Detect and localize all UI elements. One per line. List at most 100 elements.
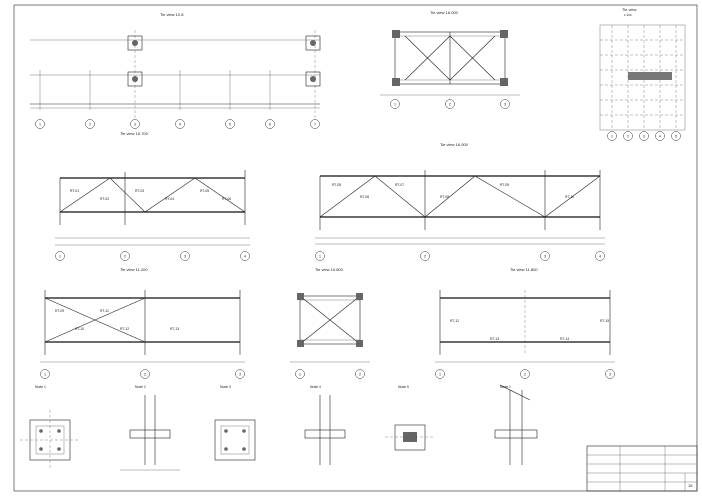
member-label: RT-15 xyxy=(600,319,609,323)
grid-bubble-label: 2 xyxy=(424,254,426,258)
grid-bubble-label: 2 xyxy=(449,102,451,106)
grid-bubble xyxy=(607,131,617,141)
grid-bubble xyxy=(40,369,50,379)
grid-bubble-label: 2 xyxy=(627,134,629,138)
truss-title-lm: Tie view 10.800 xyxy=(315,267,344,272)
grid-bubble-label: 3 xyxy=(134,122,136,126)
member-label: RT-03 xyxy=(135,189,144,193)
grid-bubble xyxy=(355,369,365,379)
grid-bubble-label: 3 xyxy=(239,372,241,376)
node-detail-title: Node 1 xyxy=(35,385,46,389)
grid-bubble-label: 2 xyxy=(89,122,91,126)
grid-bubble-label: 1 xyxy=(299,372,301,376)
truss-title-mr: Tie view 16.000 xyxy=(440,142,469,147)
grid-bubble-label: 3 xyxy=(504,102,506,106)
member-label: RT-09 xyxy=(500,183,509,187)
grid-bubble xyxy=(55,251,65,261)
plan-hatch xyxy=(628,72,672,80)
truss-title-top: Tie view 16.000 xyxy=(430,10,459,15)
node-detail-title: Node 3 xyxy=(220,385,231,389)
grid-bubble-label: 5 xyxy=(675,134,677,138)
grid-bubble xyxy=(265,119,275,129)
grid-bubble xyxy=(240,251,250,261)
grid-bubble xyxy=(390,99,400,109)
grid-bubble xyxy=(85,119,95,129)
grid-bubble-label: 1 xyxy=(44,372,46,376)
node-details: Node 1 Node 2 Node 3 Node 4 Node 5 Node 1 xyxy=(20,384,538,471)
grid-bubble-label: 2 xyxy=(124,254,126,258)
grid-bubble xyxy=(420,251,430,261)
node-detail-title: Node 5 xyxy=(398,385,409,389)
grid-bubble-label: 2 xyxy=(144,372,146,376)
grid-bubble-label: 1 xyxy=(319,254,321,258)
grid-bubble-label: 5 xyxy=(229,122,231,126)
grid-bubble xyxy=(175,119,185,129)
grid-bubble xyxy=(315,251,325,261)
grid-bubble-label: 4 xyxy=(599,254,601,258)
grid-bubble-label: 2 xyxy=(524,372,526,376)
grid-bubble xyxy=(671,131,681,141)
truss-title-lr: Tie view 11.800 xyxy=(510,267,538,272)
grid-bubble-label: 4 xyxy=(659,134,661,138)
member-label: RT-06 xyxy=(360,195,369,199)
member-label: RT-13 xyxy=(490,337,499,341)
grid-bubble xyxy=(295,369,305,379)
grid-bubble-label: 1 xyxy=(59,254,61,258)
truss-top-middle: 1 2 3 Tie view 16.000 xyxy=(380,10,520,109)
grid-bubble xyxy=(520,369,530,379)
member-label: RT-02 xyxy=(100,197,109,201)
node-detail-title: Node 4 xyxy=(310,385,321,389)
member-label: RT-13 xyxy=(170,327,179,331)
node-detail-title: Node 1 xyxy=(500,385,511,389)
grid-bubble-label: 1 xyxy=(439,372,441,376)
grid-bubble xyxy=(435,369,445,379)
truss-title-ml: Tie view 16.700 xyxy=(120,131,149,136)
grid-bubble-label: 3 xyxy=(184,254,186,258)
member-label: RT-07 xyxy=(395,183,404,187)
member-label: RT-08 xyxy=(440,195,449,199)
grid-bubble-label: 6 xyxy=(269,122,271,126)
grid-bubble-label: 1 xyxy=(39,122,41,126)
member-label: RT-11 xyxy=(100,309,109,313)
member-label: RT-04 xyxy=(165,197,174,201)
grid-bubble xyxy=(130,119,140,129)
member-label: RT-01 xyxy=(70,189,79,193)
member-label: RT-10 xyxy=(565,195,574,199)
grid-bubble xyxy=(605,369,615,379)
member-label: RT-09 xyxy=(55,309,64,313)
elevation-title: Tie view 12.8 xyxy=(160,12,184,17)
member-label: RT-05 xyxy=(200,189,209,193)
grid-bubble xyxy=(639,131,649,141)
grid-bubble xyxy=(35,119,45,129)
sheet-frame xyxy=(13,4,698,492)
member-label: RT-10 xyxy=(75,327,84,331)
grid-bubble xyxy=(623,131,633,141)
grid-bubble xyxy=(310,119,320,129)
grid-bubble-label: 3 xyxy=(643,134,645,138)
grid-bubble xyxy=(120,251,130,261)
grid-bubble xyxy=(180,251,190,261)
grid-bubble-label: 3 xyxy=(609,372,611,376)
member-label: RT-05 xyxy=(332,183,341,187)
sheet-number: 15 xyxy=(688,483,693,488)
grid-bubble xyxy=(655,131,665,141)
grid-bubble-label: 4 xyxy=(179,122,181,126)
grid-bubble xyxy=(445,99,455,109)
truss-title-ll: Tie view 11.200 xyxy=(120,267,148,272)
node-detail-title: Node 2 xyxy=(135,385,146,389)
plan-title: Tie view xyxy=(622,7,637,12)
grid-bubble xyxy=(235,369,245,379)
grid-bubble xyxy=(140,369,150,379)
grid-bubble xyxy=(595,251,605,261)
member-label: RT-06 xyxy=(222,197,231,201)
grid-bubble-label: 1 xyxy=(394,102,396,106)
